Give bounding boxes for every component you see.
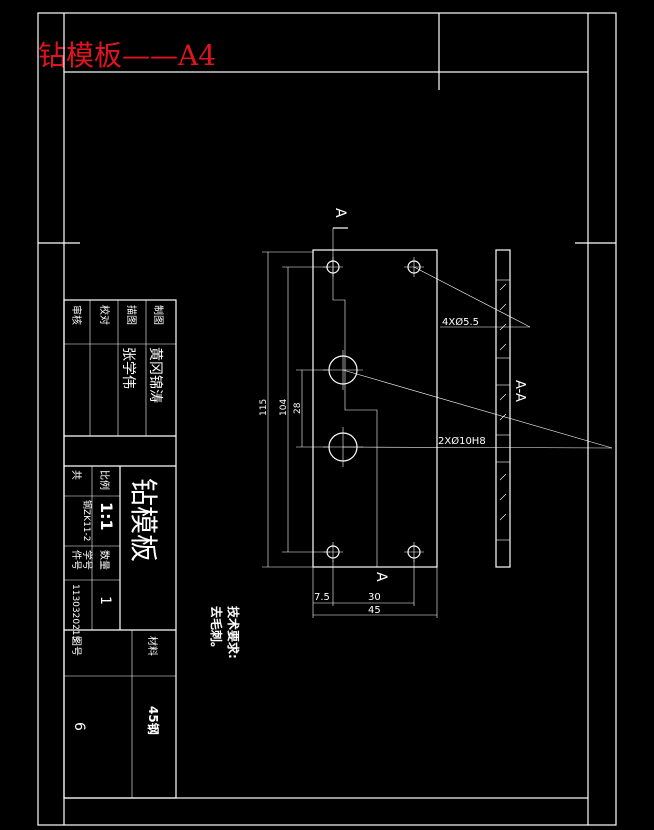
role-label-4: 审核 — [70, 305, 83, 325]
plate-front-view — [312, 228, 438, 568]
scale-value: 1:1 — [97, 502, 116, 531]
section-mark-top: A — [332, 208, 348, 218]
role-label-2: 描图 — [125, 305, 138, 325]
person-name-1: 黄冈锦涛 — [147, 347, 164, 403]
qty-value: 1 — [97, 596, 113, 605]
dimension-lines — [262, 251, 438, 618]
sheet-label: 件号 — [70, 550, 82, 570]
drawing-no-value: 6 — [71, 722, 87, 731]
title-block — [63, 299, 177, 799]
section-label: A-A — [512, 380, 527, 402]
dim-7-5: 7.5 — [314, 592, 330, 603]
dim-104: 104 — [279, 399, 289, 416]
dim-115: 115 — [259, 399, 269, 416]
section-view — [495, 249, 511, 568]
scale-label: 比例 — [98, 470, 111, 490]
section-mark-bottom: A — [373, 572, 389, 582]
person-name-2: 张学伟 — [120, 347, 136, 389]
dim-30: 30 — [368, 592, 381, 603]
ratio-char: 共 — [70, 470, 82, 480]
role-label-3: 校对 — [98, 305, 111, 325]
notes-line-1: 去毛刺。 — [209, 606, 224, 654]
role-label-1: 制图 — [152, 305, 165, 325]
drawing-title: 钻模板——A4 — [38, 39, 217, 72]
outer-border — [37, 12, 617, 826]
callout-small-holes: 4XØ5.5 — [442, 316, 479, 328]
drawing-no-label: 图号 — [70, 636, 82, 656]
material-label: 材料 — [146, 636, 159, 656]
class-value: 1130320215 — [70, 584, 80, 641]
class-label: 学号 — [81, 550, 94, 570]
part-name: 钻模板 — [127, 478, 160, 562]
material-value: 45钢 — [146, 706, 161, 735]
dim-28: 28 — [293, 402, 303, 414]
sheet-value: 钢ZK11-2 — [81, 500, 93, 542]
dim-45: 45 — [368, 605, 381, 616]
qty-label: 数量 — [98, 550, 111, 570]
callout-large-holes: 2XØ10H8 — [438, 435, 486, 447]
notes-heading: 技术要求: — [226, 606, 241, 659]
